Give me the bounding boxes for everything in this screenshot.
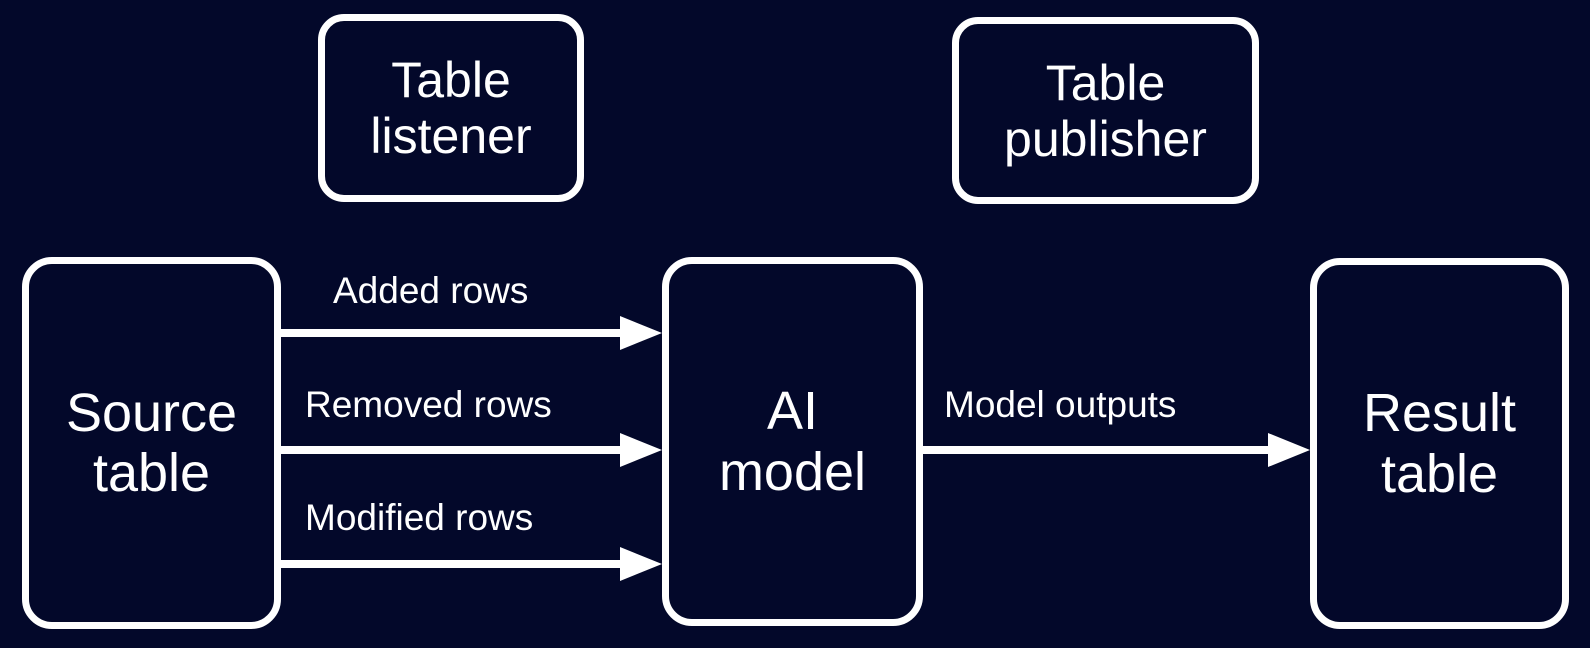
edge-label-added-rows: Added rows — [333, 270, 529, 311]
arrow-head-icon — [620, 433, 662, 467]
arrow-shaft — [281, 329, 623, 337]
edge-label-modified-rows: Modified rows — [305, 497, 534, 538]
arrow-head-icon — [1268, 433, 1310, 467]
edge-label-removed-rows: Removed rows — [305, 384, 552, 425]
edge-label-model-outputs: Model outputs — [944, 384, 1177, 425]
arrow-head-icon — [620, 547, 662, 581]
arrow-head-icon — [620, 316, 662, 350]
arrow-shaft — [281, 446, 623, 454]
node-table-listener[interactable]: Table listener — [318, 14, 584, 202]
node-result-table[interactable]: Result table — [1310, 258, 1569, 629]
node-ai-model[interactable]: AI model — [662, 257, 923, 626]
node-source-table[interactable]: Source table — [22, 257, 281, 629]
arrow-shaft — [281, 560, 623, 568]
node-table-publisher[interactable]: Table publisher — [952, 17, 1259, 204]
arrow-shaft — [923, 446, 1271, 454]
